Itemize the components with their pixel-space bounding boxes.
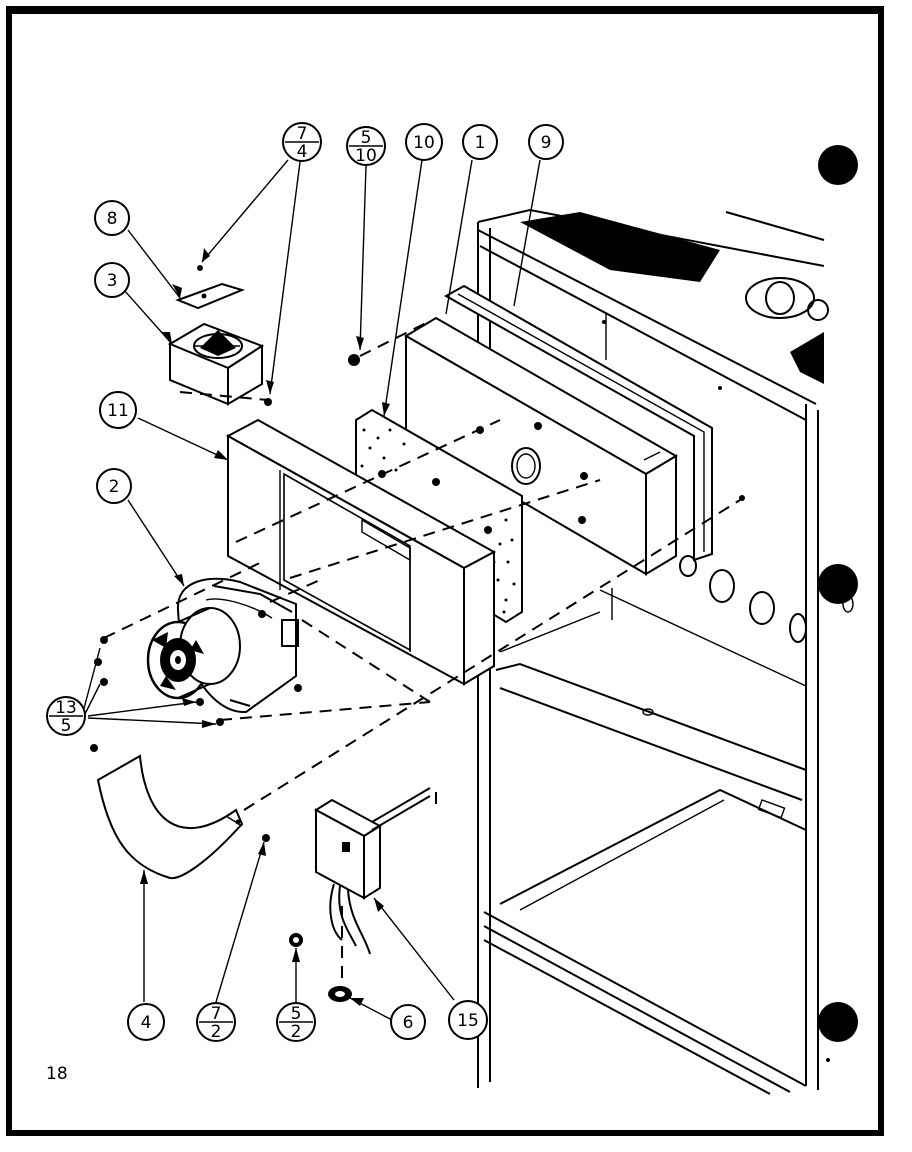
assembly-dashed-lines [103, 321, 741, 986]
callout-bubble-7-over-2: 7 2 [196, 1002, 236, 1042]
blower-frame-part-11 [225, 418, 497, 686]
callout-bottom-2b: 2 [291, 1022, 302, 1042]
callout-bubble-11: 11 [99, 391, 137, 429]
gasket-part-9 [443, 284, 713, 562]
fasteners [90, 354, 745, 1002]
callout-bubble-15: 15 [448, 1000, 488, 1040]
callout-label-6: 6 [403, 1013, 414, 1033]
binder-hole-middle [818, 564, 858, 604]
callout-bubble-7-over-4: 7 4 [282, 122, 322, 162]
callout-label-11: 11 [107, 401, 129, 421]
callout-label-1: 1 [475, 133, 486, 153]
callout-bubble-8: 8 [94, 200, 130, 236]
callout-bubble-6: 6 [390, 1004, 426, 1040]
blower-motor-part-2 [146, 577, 302, 714]
callout-label-10: 10 [413, 133, 435, 153]
callout-bubble-9: 9 [528, 124, 564, 160]
callout-bottom-10: 10 [355, 146, 377, 166]
heat-shield-part-4 [96, 754, 244, 880]
collector-box-part-1 [404, 316, 678, 576]
callout-bottom-5: 5 [61, 716, 72, 736]
callout-label-2: 2 [109, 477, 120, 497]
callout-bubble-5-over-10: 5 10 [346, 126, 386, 166]
junction-box-part-15 [314, 787, 431, 955]
callout-top-5: 5 [361, 128, 372, 148]
sheet-border [6, 6, 884, 1136]
leader-lines [81, 159, 541, 1021]
callout-top-13: 13 [55, 698, 77, 718]
callout-label-9: 9 [541, 133, 552, 153]
inducer-part-3 [167, 322, 265, 406]
callout-bubble-3: 3 [94, 262, 130, 298]
callout-bottom-2: 2 [211, 1022, 222, 1042]
callout-top-5b: 5 [291, 1004, 302, 1024]
callout-bubble-5-over-2: 5 2 [276, 1002, 316, 1042]
binder-hole-bottom [818, 1002, 858, 1042]
callout-label-3: 3 [107, 271, 118, 291]
callout-bubble-4: 4 [127, 1003, 165, 1041]
binder-hole-top [818, 145, 858, 185]
top-vent-grille [520, 212, 824, 384]
callout-bubble-13-over-5: 13 5 [46, 696, 86, 736]
callout-top-7: 7 [297, 124, 308, 144]
callout-bubble-2: 2 [96, 468, 132, 504]
callout-label-8: 8 [107, 209, 118, 229]
page-number: 18 [46, 1064, 68, 1084]
callout-bubble-10: 10 [405, 123, 443, 161]
gasket-plate-part-8 [175, 265, 245, 310]
callout-bottom-4: 4 [297, 142, 308, 162]
callout-top-7b: 7 [211, 1004, 222, 1024]
callout-label-4: 4 [141, 1013, 152, 1033]
callout-bubble-1: 1 [462, 124, 498, 160]
callout-label-15: 15 [457, 1011, 479, 1031]
